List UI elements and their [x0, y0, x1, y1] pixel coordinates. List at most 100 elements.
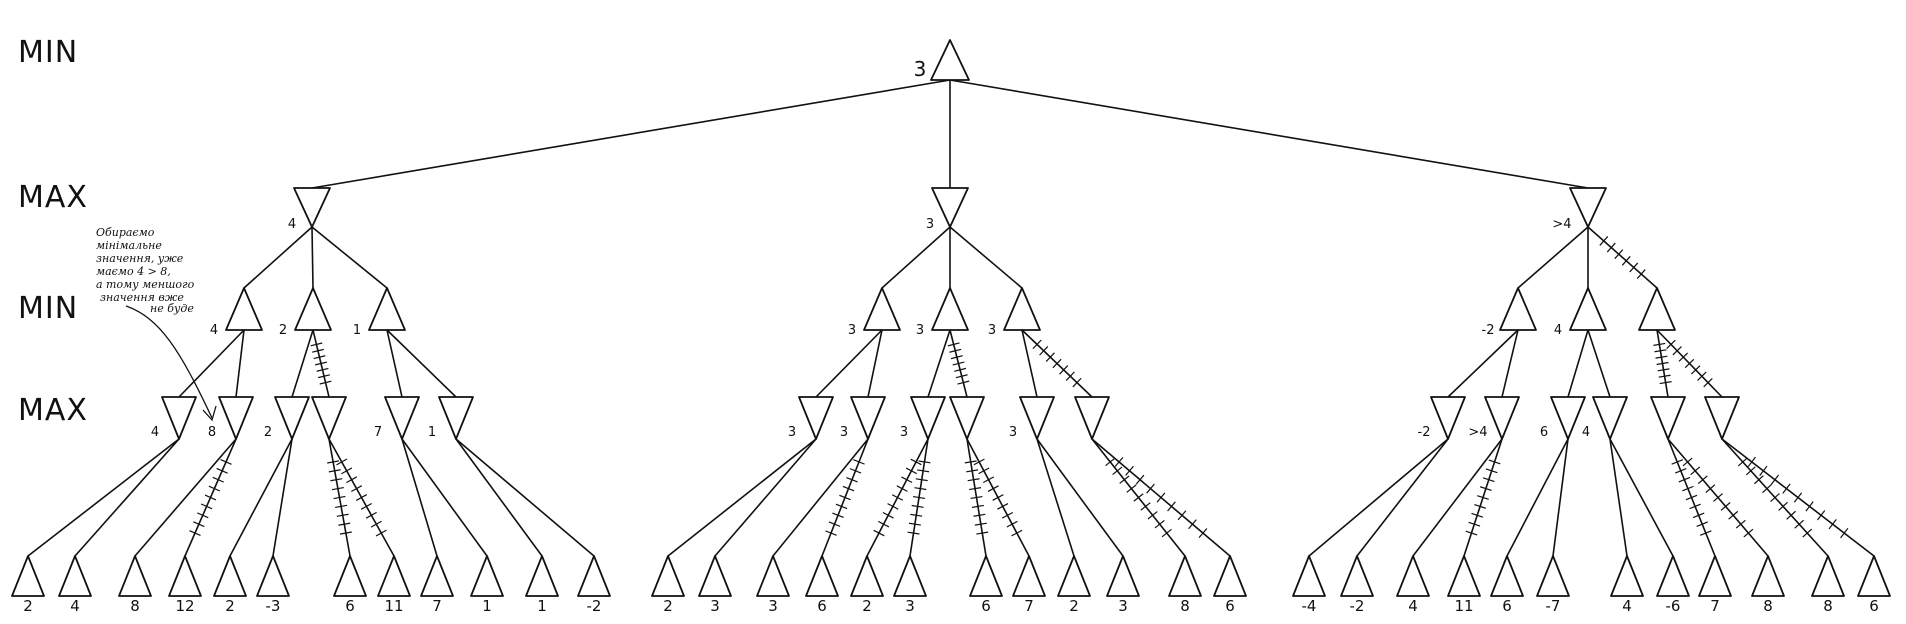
tree-edges	[27, 79, 1875, 557]
pruning-mark	[1678, 476, 1691, 483]
pruning-mark	[877, 520, 890, 528]
leaf-value: 2	[23, 597, 33, 615]
pruning-mark	[351, 485, 363, 493]
pruning-mark	[915, 478, 928, 482]
max-node	[1592, 396, 1628, 440]
pruning-mark	[1666, 339, 1676, 350]
pruning-mark	[969, 487, 982, 491]
pruning-mark	[873, 529, 885, 537]
leaf-node	[1447, 555, 1481, 597]
pruning-mark	[197, 512, 209, 519]
max-node-value: 2	[264, 425, 272, 440]
pruning-mark	[974, 522, 987, 526]
annotation-arrowhead	[202, 405, 217, 422]
max-node-value: 4	[288, 217, 296, 232]
leaf-value: 11	[384, 597, 403, 615]
pruning-mark	[911, 504, 924, 508]
leaf-value: 12	[175, 597, 194, 615]
pruning-annotation: Обираємо мінімальне значення, уже маємо …	[96, 226, 217, 422]
edge-max-to-leaf	[1552, 438, 1569, 557]
pruning-mark	[1696, 521, 1709, 527]
max-node-value: 4	[151, 425, 159, 440]
edge-max-to-leaf	[1609, 438, 1674, 557]
leaf-node	[1536, 555, 1570, 597]
pruning-mark	[1114, 456, 1124, 467]
pruning-mark	[1465, 530, 1478, 536]
max-node	[798, 396, 834, 440]
leaf-node	[1656, 555, 1690, 597]
pruning-mark	[835, 503, 848, 510]
pruning-mark	[1177, 510, 1187, 521]
pruning-mark	[825, 530, 837, 536]
max-node-value: 7	[374, 425, 382, 440]
pruning-mark	[917, 469, 930, 473]
max-node-value: >4	[1552, 217, 1571, 232]
pruning-mark	[189, 530, 201, 537]
pruning-mark	[1682, 485, 1694, 492]
max-node	[1650, 396, 1686, 440]
edge-max-to-leaf	[1036, 438, 1075, 557]
edge-min-to-max	[1567, 329, 1589, 398]
edge-max-to-min	[243, 226, 313, 289]
pruning-mark	[1782, 483, 1791, 494]
leaf-node	[168, 555, 202, 597]
pruning-mark	[1816, 510, 1826, 521]
pruning-mark	[1720, 502, 1731, 511]
max-node	[1569, 187, 1607, 228]
edge-max-to-leaf	[134, 438, 237, 557]
max-node-value: 3	[926, 217, 934, 232]
max-node	[1430, 396, 1466, 440]
edge-min-to-max	[1447, 329, 1519, 398]
pruning-mark	[1629, 262, 1639, 273]
leaf-value: 2	[1069, 597, 1079, 615]
edge-max-to-leaf	[229, 438, 293, 557]
pruning-mark	[982, 476, 995, 484]
pruning-mark	[360, 502, 372, 510]
pruning-mark	[336, 513, 349, 517]
leaf-value: 3	[905, 597, 915, 615]
pruning-mark	[1754, 475, 1764, 485]
edge-max-to-leaf	[401, 438, 488, 557]
leaf-value: -2	[587, 597, 602, 615]
pruning-mark	[1154, 519, 1165, 529]
leaf-value: 3	[768, 597, 778, 615]
leaf-node	[256, 555, 290, 597]
min-node-value: 3	[848, 323, 856, 338]
pruning-mark	[949, 348, 962, 353]
pruning-mark	[1039, 346, 1049, 356]
edge-max-to-leaf	[1506, 438, 1569, 557]
pruning-mark	[1105, 457, 1116, 467]
level-label-max-2: MAX	[18, 393, 88, 428]
pruning-mark	[947, 342, 960, 347]
edge-min-to-max	[235, 329, 245, 398]
pruning-mark	[1032, 339, 1042, 350]
leaf-node	[1340, 555, 1374, 597]
pruning-mark	[335, 504, 348, 509]
edge-max-to-leaf	[455, 438, 543, 557]
max-node	[1484, 396, 1520, 440]
leaf-value: 6	[981, 597, 991, 615]
pruning-mark	[1198, 528, 1208, 539]
pruning-mark	[1786, 510, 1796, 520]
leaf-value: 4	[70, 597, 80, 615]
max-node	[293, 187, 331, 228]
pruning-mark	[1140, 502, 1151, 511]
pruning-mark	[346, 476, 358, 484]
max-node-value: 4	[1582, 425, 1590, 440]
pruning-mark	[910, 513, 923, 517]
leaf-value: 8	[1823, 597, 1833, 615]
min-node	[1003, 287, 1041, 331]
leaf-value: 4	[1408, 597, 1418, 615]
leaf-node	[651, 555, 685, 597]
pruning-mark	[891, 494, 904, 501]
max-node	[311, 396, 347, 440]
pruning-mark	[1678, 352, 1689, 362]
pruning-mark	[1065, 371, 1075, 381]
leaf-value: 7	[1024, 597, 1034, 615]
annotation-line-1: Обираємо	[96, 226, 155, 239]
pruning-mark	[1671, 459, 1684, 465]
pruning-mark	[1479, 486, 1492, 492]
pruning-mark	[1614, 249, 1624, 260]
leaf-value: 2	[663, 597, 673, 615]
pruning-mark	[212, 476, 224, 483]
